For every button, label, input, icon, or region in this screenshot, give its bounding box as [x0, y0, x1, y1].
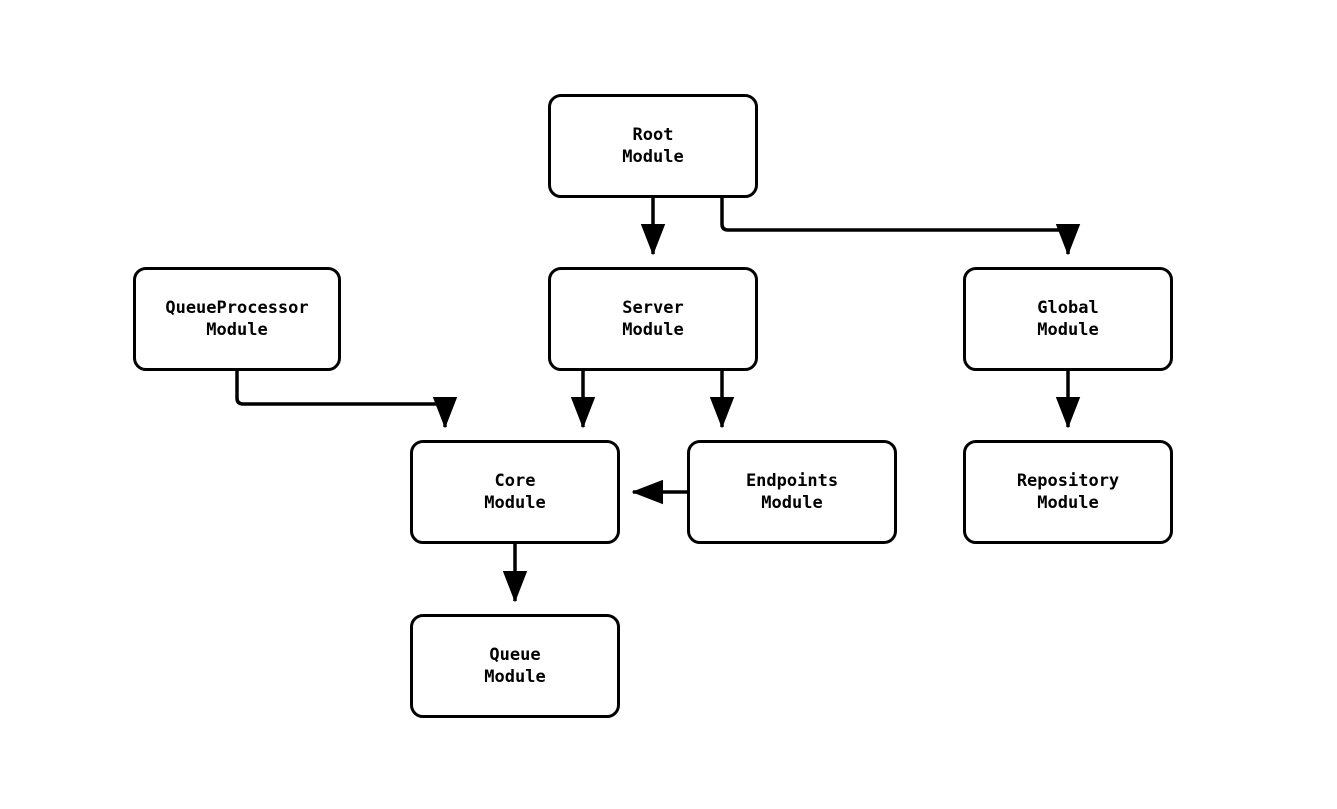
- node-queue-module-line1: Queue: [489, 645, 541, 665]
- node-endpoints-module[interactable]: Endpoints Module: [687, 440, 897, 544]
- edge-root-global: [720, 198, 1081, 256]
- node-root-module-line2: Module: [622, 147, 684, 167]
- node-endpoints-module-line1: Endpoints: [745, 471, 839, 491]
- node-queueprocessor-module-line2: Module: [206, 320, 268, 340]
- node-server-module[interactable]: Server Module: [548, 267, 758, 371]
- node-root-module-line1: Root: [632, 125, 674, 145]
- node-queue-module-line2: Module: [484, 667, 546, 687]
- node-core-module-line2: Module: [484, 493, 546, 513]
- node-repository-module-line2: Module: [1037, 493, 1099, 513]
- node-queueprocessor-module-line1: QueueProcessor: [165, 298, 309, 318]
- node-core-module[interactable]: Core Module: [410, 440, 620, 544]
- node-global-module[interactable]: Global Module: [963, 267, 1173, 371]
- edge-queueprocessor-core: [235, 371, 458, 429]
- node-root-module[interactable]: Root Module: [548, 94, 758, 198]
- node-queue-module[interactable]: Queue Module: [410, 614, 620, 718]
- node-global-module-line1: Global: [1037, 298, 1099, 318]
- node-server-module-line1: Server: [622, 298, 684, 318]
- node-global-module-line2: Module: [1037, 320, 1099, 340]
- node-server-module-line2: Module: [622, 320, 684, 340]
- node-endpoints-module-line2: Module: [761, 493, 823, 513]
- node-repository-module[interactable]: Repository Module: [963, 440, 1173, 544]
- node-core-module-line1: Core: [494, 471, 536, 491]
- node-repository-module-line1: Repository: [1016, 471, 1120, 491]
- node-queueprocessor-module[interactable]: QueueProcessor Module: [133, 267, 341, 371]
